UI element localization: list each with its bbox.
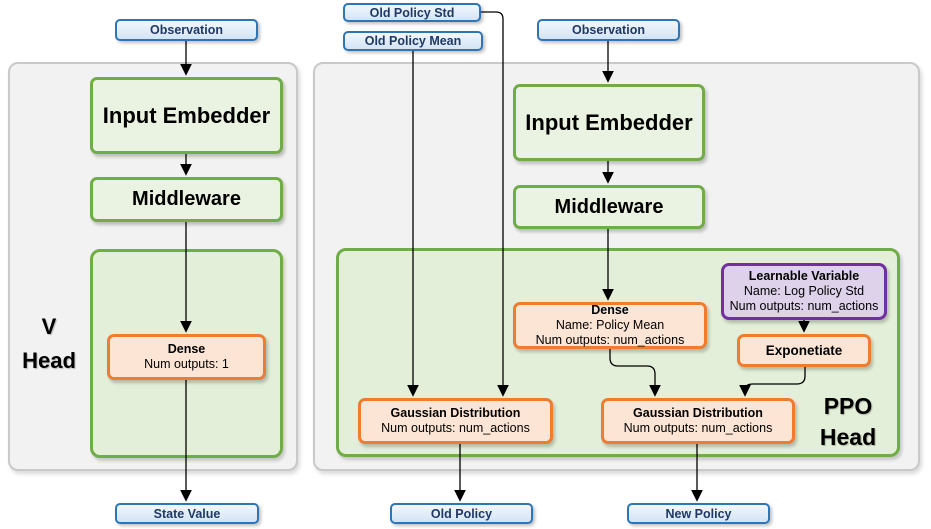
block-line: Name: Log Policy Std [743,284,865,298]
block-input-embedder-right: Input Embedder [513,84,705,161]
block-title: Dense [591,303,629,317]
io-node-state-value: State Value [115,503,259,524]
block-title: Gaussian Distribution [390,406,521,420]
block-dense-v: Dense Num outputs: 1 [107,334,266,380]
io-node-label: New Policy [665,506,732,521]
block-title: Dense [167,342,206,356]
block-input-embedder-left: Input Embedder [90,77,283,154]
block-label: Middleware [132,188,241,210]
block-label: Middleware [554,195,664,218]
io-node-label: Observation [150,23,223,37]
ppo-head-label-line2: Head [819,424,877,450]
block-line: Num outputs: num_actions [535,333,685,347]
block-line: Name: Policy Mean [555,318,665,332]
io-node-old-policy: Old Policy [390,503,533,524]
block-line: Num outputs: 1 [144,357,229,371]
io-node-observation-right: Observation [537,19,680,41]
io-node-label: Observation [572,23,645,37]
io-node-label: State Value [153,506,221,521]
io-node-label: Old Policy Std [369,5,455,20]
block-exponetiate: Exponetiate [737,334,871,367]
ppo-head-label-line1: PPO [823,393,873,419]
block-middleware-right: Middleware [513,185,705,229]
v-head-label: V Head [10,310,88,378]
block-gaussian-distribution-old: Gaussian Distribution Num outputs: num_a… [358,398,553,444]
io-node-label: Old Policy [430,506,493,521]
io-node-observation-left: Observation [115,19,258,41]
block-title: Gaussian Distribution [633,406,763,420]
io-node-label: Old Policy Mean [364,34,462,48]
io-node-old-policy-std: Old Policy Std [343,3,481,22]
block-gaussian-distribution-new: Gaussian Distribution Num outputs: num_a… [601,398,795,444]
block-label: Input Embedder [102,102,271,128]
block-middleware-left: Middleware [90,177,283,222]
block-title: Exponetiate [765,343,843,358]
block-label: Input Embedder [525,109,693,135]
block-dense-policy-mean: Dense Name: Policy Mean Num outputs: num… [513,302,707,349]
block-title: Learnable Variable [748,269,860,283]
io-node-new-policy: New Policy [627,503,770,524]
block-learnable-variable: Learnable Variable Name: Log Policy Std … [721,263,887,320]
io-node-old-policy-mean: Old Policy Mean [343,31,483,51]
v-head-label-line1: V [41,314,57,339]
block-line: Num outputs: num_actions [729,299,879,313]
ppo-head-label: PPO Head [798,391,898,453]
v-head-label-line2: Head [22,348,76,373]
block-line: Num outputs: num_actions [381,421,530,435]
block-line: Num outputs: num_actions [623,421,773,435]
